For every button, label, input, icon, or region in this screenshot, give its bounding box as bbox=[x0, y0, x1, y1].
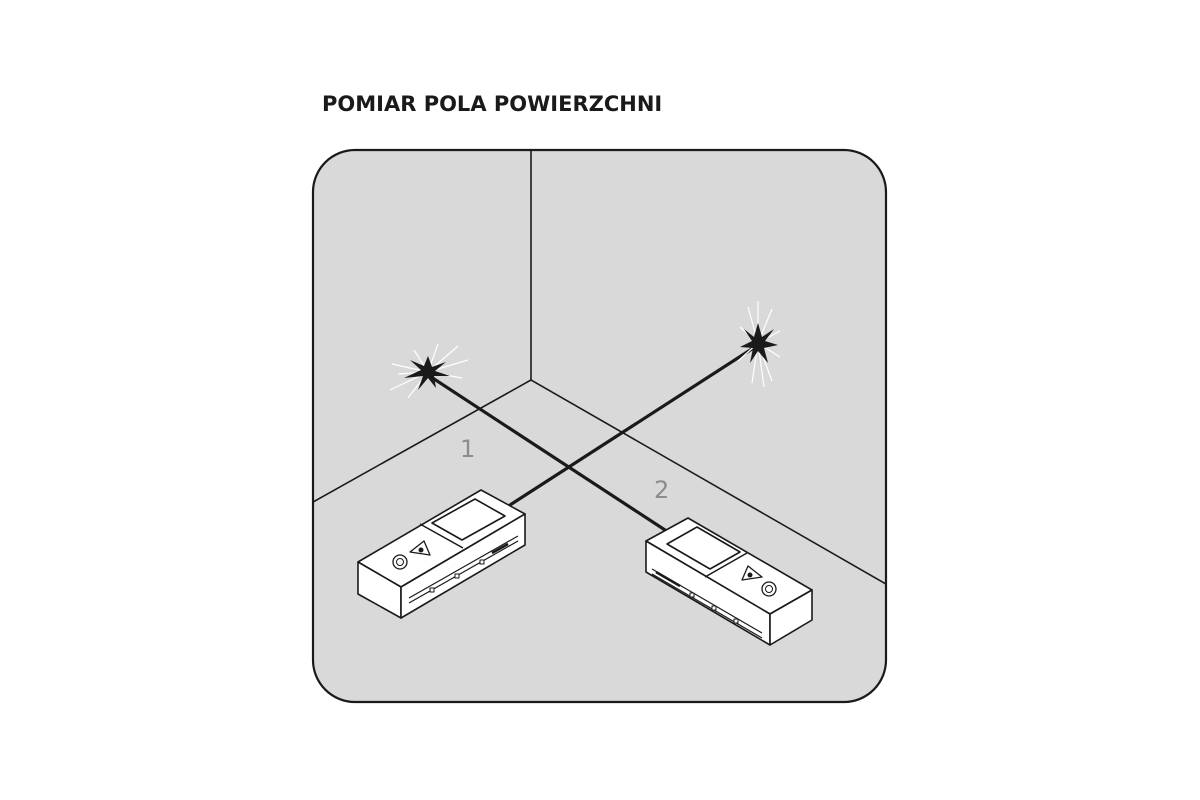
measurement-label-1: 1 bbox=[460, 435, 475, 463]
laser-beams bbox=[426, 343, 760, 532]
laser-meter-2 bbox=[645, 517, 813, 646]
laser-beam-1 bbox=[426, 373, 667, 532]
laser-spot-2-icon bbox=[737, 301, 781, 388]
device-2-power-button-icon bbox=[761, 581, 777, 597]
laser-meter-1 bbox=[357, 489, 526, 619]
device-1-screen bbox=[431, 498, 506, 541]
room-corner-lines bbox=[313, 150, 886, 585]
device-2-measure-button-icon bbox=[741, 565, 763, 581]
measurement-label-2: 2 bbox=[654, 476, 669, 504]
device-1-power-button-icon bbox=[392, 554, 408, 570]
diagram-title: POMIAR POLA POWIERZCHNI bbox=[322, 92, 663, 116]
device-2-screen bbox=[666, 526, 741, 570]
laser-beam-2 bbox=[508, 343, 760, 507]
laser-spot-1-icon bbox=[389, 343, 469, 399]
